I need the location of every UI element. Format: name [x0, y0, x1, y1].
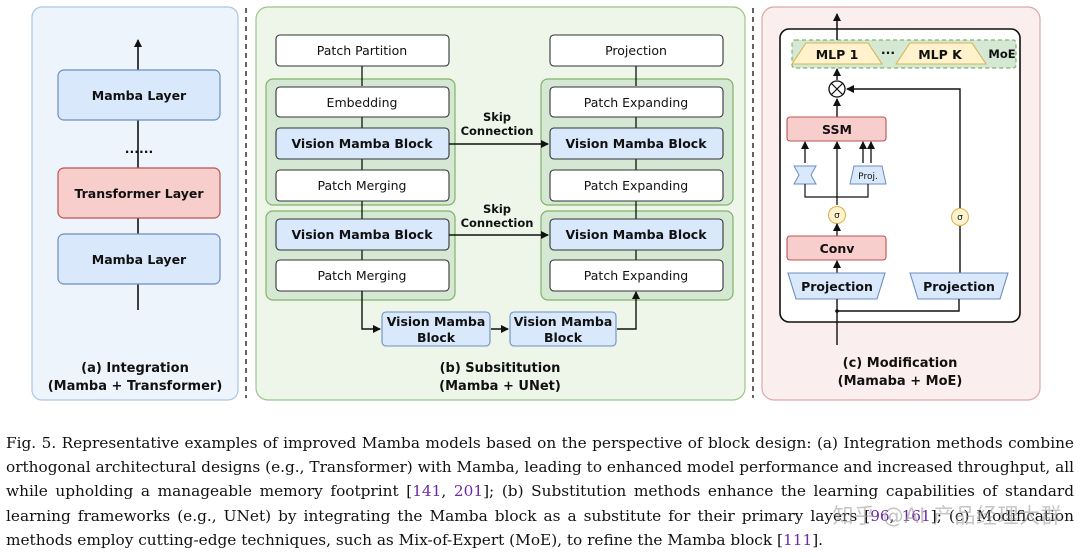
figure-diagram: Mamba Layer ...... Transformer Layer Mam…	[31, 6, 1041, 401]
projection-box	[549, 34, 724, 67]
mamba-layer-bottom-label: Mamba Layer	[92, 252, 187, 267]
citation-link[interactable]: 161	[901, 506, 931, 525]
proj-small-trapezoid	[849, 165, 887, 185]
citation-link[interactable]: 201	[453, 482, 484, 501]
moe-label: MoE	[988, 47, 1015, 61]
skip-connection-1-label: Skip	[483, 110, 511, 124]
patch-partition-label: Patch Partition	[317, 43, 407, 58]
figure-label: Fig. 5.	[6, 434, 57, 452]
panel-b-title: (b) Subsititution	[440, 361, 561, 376]
mamba-layer-bottom	[57, 233, 221, 285]
embedding-box	[275, 86, 450, 118]
projection-left-trapezoid	[787, 272, 886, 300]
panel-c-subtitle: (Mamaba + MoE)	[838, 374, 963, 389]
panel-a-subtitle: (Mamba + Transformer)	[48, 379, 223, 394]
delta-projection-icon	[793, 165, 817, 185]
caption-text-3: ]; (c) Modification methods employ cutti…	[6, 506, 1074, 549]
projection-right-label: Projection	[923, 279, 995, 294]
sigma-gate-right-label: σ	[957, 213, 963, 223]
patch-expanding-2-label: Patch Expanding	[584, 178, 688, 193]
skip-connection-2-sublabel: Connection	[461, 216, 534, 230]
vision-mamba-block-dec-1	[549, 127, 724, 160]
mamba-layer-top	[57, 69, 221, 121]
embedding-label: Embedding	[327, 95, 398, 110]
panel-a-integration: Mamba Layer ...... Transformer Layer Mam…	[31, 6, 239, 401]
bottleneck-block-1-label: Vision Mamba	[387, 314, 486, 329]
patch-merging-2-label: Patch Merging	[318, 268, 407, 283]
citation-link[interactable]: 96	[870, 506, 890, 525]
caption-separator-1: ,	[441, 482, 454, 501]
vision-mamba-block-enc-2-label: Vision Mamba Block	[291, 227, 433, 242]
skip-connection-2-label: Skip	[483, 202, 511, 216]
panel-b-substitution: Patch Partition Embedding Vision Mamba B…	[255, 6, 746, 401]
sigma-gate-right	[950, 207, 970, 227]
vision-mamba-block-dec-1-label: Vision Mamba Block	[565, 136, 707, 151]
patch-merging-box-1	[275, 169, 450, 202]
patch-partition-box	[275, 34, 450, 67]
caption-text-2: ]; (b) Substitution methods enhance the …	[6, 482, 1074, 525]
conv-label: Conv	[820, 241, 855, 256]
citation-link[interactable]: 141	[412, 482, 442, 501]
patch-expanding-1-label: Patch Expanding	[584, 95, 688, 110]
caption-text-4: ].	[812, 530, 824, 549]
projection-left-label: Projection	[801, 279, 873, 294]
mlp-1-label: MLP 1	[816, 47, 859, 62]
bottleneck-block-2	[509, 311, 617, 347]
projection-label: Projection	[605, 43, 667, 58]
watermark: 知乎 @AI 产品经理大群	[832, 504, 1062, 528]
sigma-activation-left-label: σ	[834, 211, 840, 221]
patch-expanding-3-label: Patch Expanding	[584, 268, 688, 283]
panel-c-modification: MLP 1 ... MLP K MoE σ SSM Proj.	[761, 6, 1041, 401]
projection-right-trapezoid	[909, 272, 1009, 300]
vision-mamba-block-enc-1-label: Vision Mamba Block	[291, 136, 433, 151]
figure-caption: Fig. 5. Representative examples of impro…	[6, 431, 1074, 552]
patch-expanding-box-1	[549, 86, 724, 118]
proj-small-label: Proj.	[858, 172, 878, 182]
citation-link[interactable]: 111	[782, 530, 813, 549]
patch-merging-1-label: Patch Merging	[318, 178, 407, 193]
vision-mamba-block-dec-2	[549, 218, 724, 251]
bottleneck-block-2-sublabel: Block	[544, 330, 583, 345]
panel-c-title: (c) Modification	[843, 356, 958, 371]
panel-a-title: (a) Integration	[81, 361, 189, 376]
bottleneck-block-2-label: Vision Mamba	[514, 314, 613, 329]
bottleneck-block-1	[381, 311, 491, 347]
layer-ellipsis: ......	[125, 141, 154, 156]
transformer-layer-label: Transformer Layer	[74, 186, 204, 201]
mlp-k-trapezoid	[894, 42, 988, 65]
skip-connection-1-sublabel: Connection	[461, 124, 534, 138]
panel-b-subtitle: (Mamba + UNet)	[439, 379, 561, 394]
bottleneck-block-1-sublabel: Block	[417, 330, 456, 345]
mamba-layer-top-label: Mamba Layer	[92, 88, 187, 103]
vision-mamba-block-dec-2-label: Vision Mamba Block	[565, 227, 707, 242]
mlp-k-label: MLP K	[918, 47, 963, 62]
transformer-layer	[57, 167, 221, 219]
caption-text-1: Representative examples of improved Mamb…	[6, 434, 1074, 501]
caption-separator-2: ,	[889, 506, 902, 525]
mlp-1-trapezoid	[790, 42, 884, 65]
mlp-ellipsis: ...	[881, 42, 895, 57]
ssm-label: SSM	[822, 122, 852, 137]
patch-expanding-box-2	[549, 169, 724, 202]
